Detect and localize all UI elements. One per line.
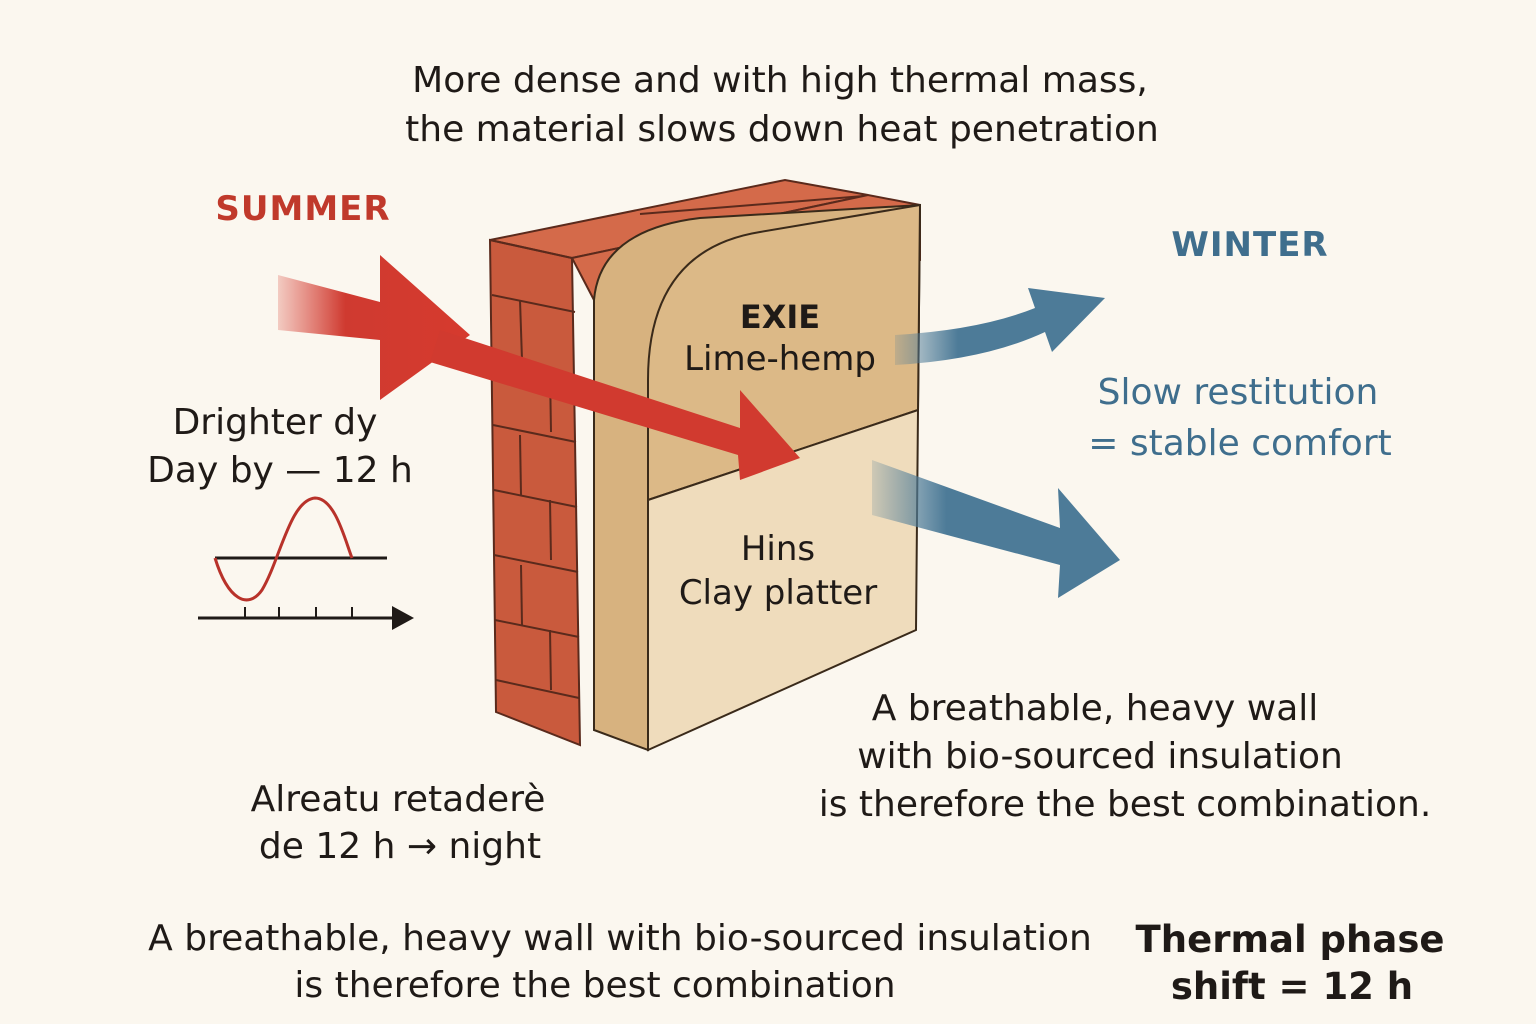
header-line-1: More dense and with high thermal mass, — [412, 60, 1148, 101]
summer-arrow-through — [430, 330, 800, 480]
summer-arrow-in — [278, 255, 470, 400]
right-note-line-3: is therefore the best combination. — [819, 784, 1432, 825]
temperature-wave — [213, 496, 354, 602]
lower-layer-title: Hins — [741, 529, 815, 569]
delay-line-1: Alreatu retaderè — [251, 779, 546, 820]
winter-arrow-lower — [872, 460, 1120, 598]
temperature-wave-graph — [198, 496, 414, 630]
brick-joints — [488, 238, 582, 747]
summer-caption-line-1: Drighter dy — [173, 402, 378, 443]
upper-layer-title: EXIE — [740, 298, 820, 336]
wall-block — [488, 178, 922, 752]
winter-arrow-upper — [895, 288, 1105, 365]
phase-shift-line-1: Thermal phase — [1136, 918, 1445, 961]
clay-plaster-layer — [647, 408, 920, 752]
right-note-line-1: A breathable, heavy wall — [872, 688, 1319, 729]
winter-caption-line-2: = stable comfort — [1088, 423, 1392, 464]
summer-caption-line-2: Day by — 12 h — [147, 450, 413, 491]
lower-layer-material: Clay platter — [679, 573, 877, 613]
phase-shift-line-2: shift = 12 h — [1171, 965, 1413, 1008]
header-line-2: the material slows down heat penetration — [405, 109, 1159, 150]
winter-caption-line-1: Slow restitution — [1098, 372, 1379, 413]
upper-layer-material: Lime-hemp — [684, 339, 876, 379]
footer-line-1: A breathable, heavy wall with bio-source… — [148, 918, 1092, 959]
winter-label: WINTER — [1171, 225, 1328, 265]
footer-line-2: is therefore the best combination — [294, 965, 895, 1006]
time-axis-arrowhead — [392, 606, 414, 630]
summer-label: SUMMER — [215, 189, 390, 229]
delay-line-2: de 12 h → night — [259, 826, 541, 867]
right-note-line-2: with bio-sourced insulation — [857, 736, 1343, 777]
